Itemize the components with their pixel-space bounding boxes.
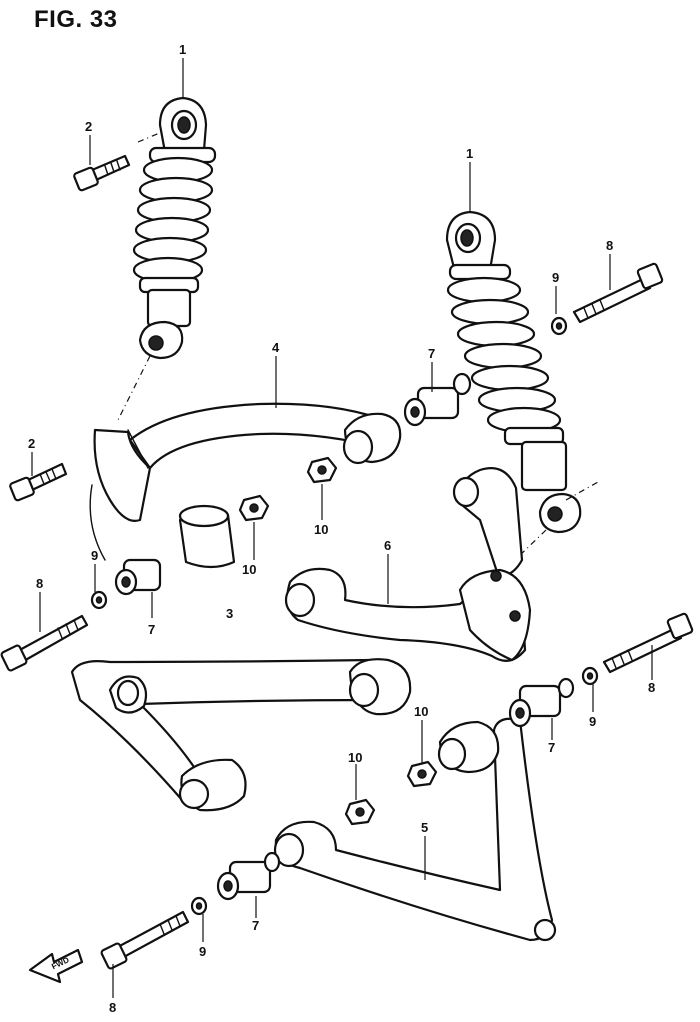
bolt-upper-left xyxy=(73,154,131,192)
callout-bushing-upper-mid: 7 xyxy=(428,346,435,361)
callout-labels: 1 1 2 2 4 6 5 7 7 7 7 8 8 8 8 9 9 9 9 10… xyxy=(28,42,655,1015)
callout-bolt-left: 8 xyxy=(36,576,43,591)
upper-arm-left xyxy=(89,402,402,569)
washer-right-top xyxy=(550,316,568,336)
callout-bolt-upper-left: 2 xyxy=(85,119,92,134)
callout-washer-right-top: 9 xyxy=(552,270,559,285)
bolt-right-top xyxy=(572,262,664,324)
callout-bolt-mid-left: 2 xyxy=(28,436,35,451)
nut-mid xyxy=(238,494,270,522)
bushing-bottom xyxy=(216,851,281,901)
callout-washer-right-mid: 9 xyxy=(589,714,596,729)
callout-nut-right: 10 xyxy=(414,704,428,719)
callout-washer-bottom: 9 xyxy=(199,944,206,959)
leader-lines xyxy=(31,58,653,998)
nut-right xyxy=(406,760,438,788)
washer-left xyxy=(90,590,108,610)
callout-shock-right: 1 xyxy=(466,146,473,161)
callout-bushing-right: 7 xyxy=(548,740,555,755)
washer-right-mid xyxy=(581,666,599,686)
callout-bolt-right-mid: 8 xyxy=(648,680,655,695)
callout-stray-mark: 3 xyxy=(226,606,233,621)
forward-arrow-icon: FWD xyxy=(28,948,84,984)
callout-arm-upper-right: 6 xyxy=(384,538,391,553)
bushing-left xyxy=(114,558,162,596)
washer-bottom xyxy=(190,896,208,916)
figure-title: FIG. 33 xyxy=(34,6,118,33)
callout-nut-mid: 10 xyxy=(242,562,256,577)
upper-arm-right xyxy=(284,467,532,662)
callout-bushing-left: 7 xyxy=(148,622,155,637)
bolt-right-mid xyxy=(602,612,694,674)
bushing-right xyxy=(508,677,575,728)
callout-bushing-bottom: 7 xyxy=(252,918,259,933)
callout-bolt-right-top: 8 xyxy=(606,238,613,253)
shock-absorber-left xyxy=(132,96,217,360)
lower-arm-left xyxy=(70,658,412,812)
bushing-upper-mid xyxy=(403,372,472,427)
lower-arm-right xyxy=(273,717,557,942)
bolt-mid-left xyxy=(9,462,68,502)
callout-washer-left: 9 xyxy=(91,548,98,563)
bolt-left xyxy=(0,614,89,672)
callout-nut-bottom: 10 xyxy=(348,750,362,765)
nut-bottom xyxy=(344,798,376,826)
callout-arm-upper-left: 4 xyxy=(272,340,280,355)
callout-shock-left: 1 xyxy=(179,42,186,57)
callout-nut-upper: 10 xyxy=(314,522,328,537)
nut-upper xyxy=(306,456,338,484)
callout-bolt-bottom: 8 xyxy=(109,1000,116,1015)
bolt-bottom xyxy=(100,910,190,970)
shock-absorber-right xyxy=(445,210,582,534)
callout-arm-lower-right: 5 xyxy=(421,820,428,835)
